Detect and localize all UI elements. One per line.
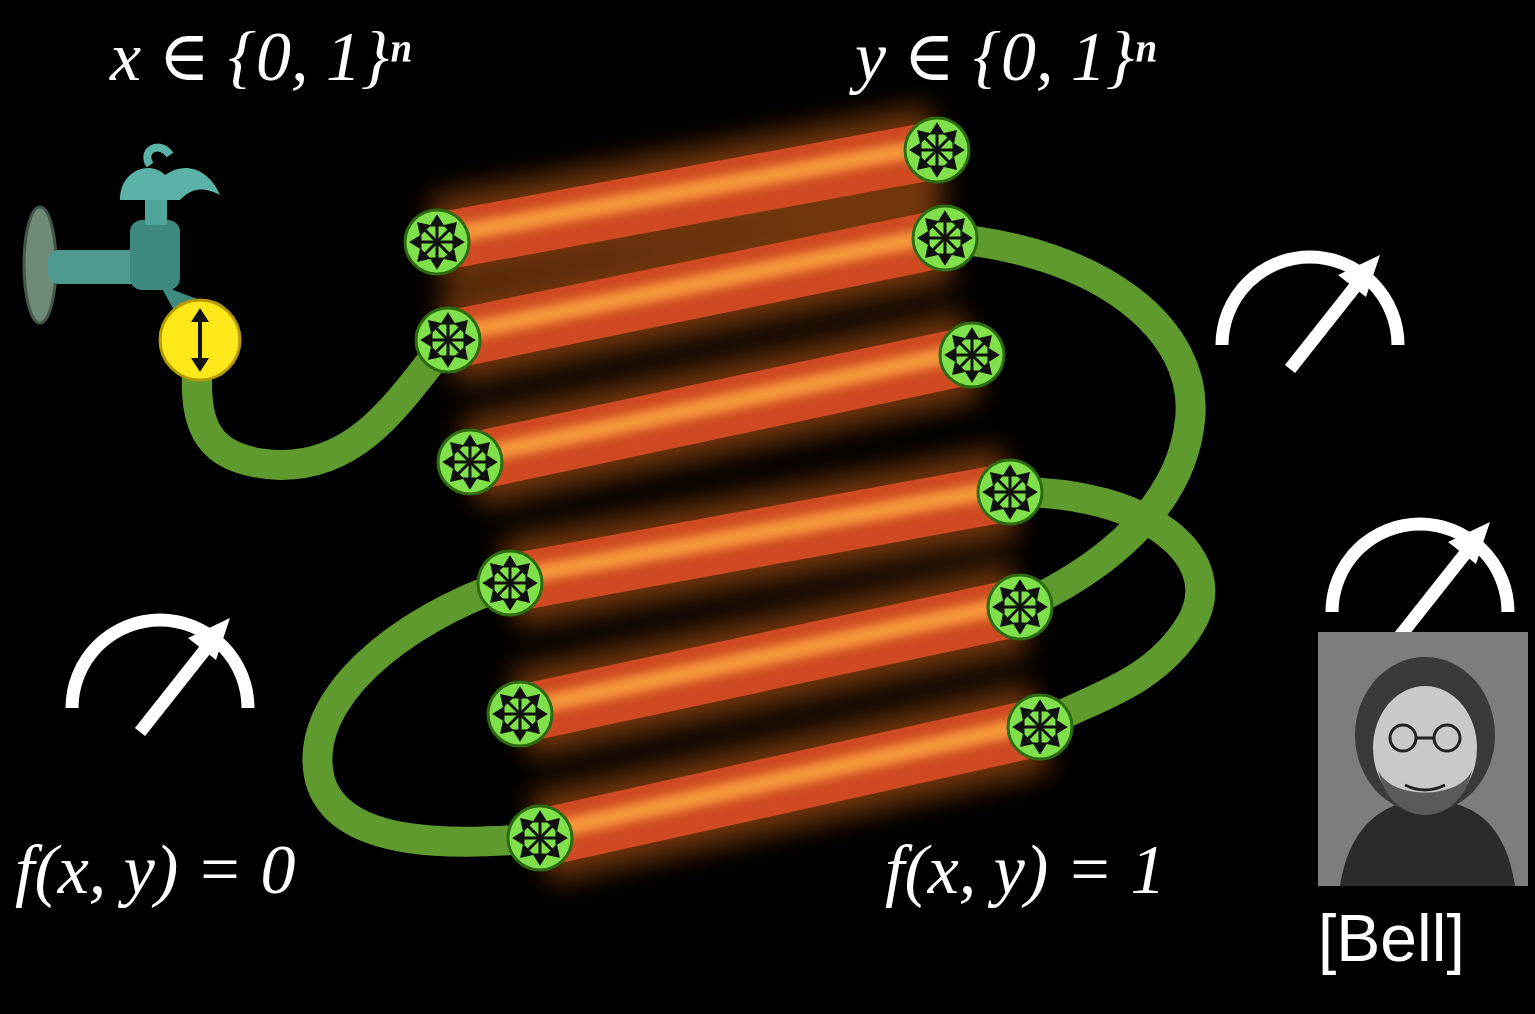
meter	[72, 255, 1508, 732]
citation-label: [Bell]	[1318, 905, 1465, 971]
source	[160, 300, 240, 380]
output-label: f(x, y) = 1	[885, 835, 1165, 905]
mode-node	[405, 118, 1072, 870]
tube	[437, 150, 1040, 838]
tube-highlight	[437, 145, 1040, 833]
input-label: x ∈ {0, 1}ⁿ	[110, 22, 411, 92]
hose	[197, 238, 1200, 842]
portrait	[1318, 632, 1528, 886]
output-label: f(x, y) = 0	[15, 835, 295, 905]
input-label: y ∈ {0, 1}ⁿ	[855, 22, 1156, 92]
tube-glow	[437, 150, 1040, 838]
